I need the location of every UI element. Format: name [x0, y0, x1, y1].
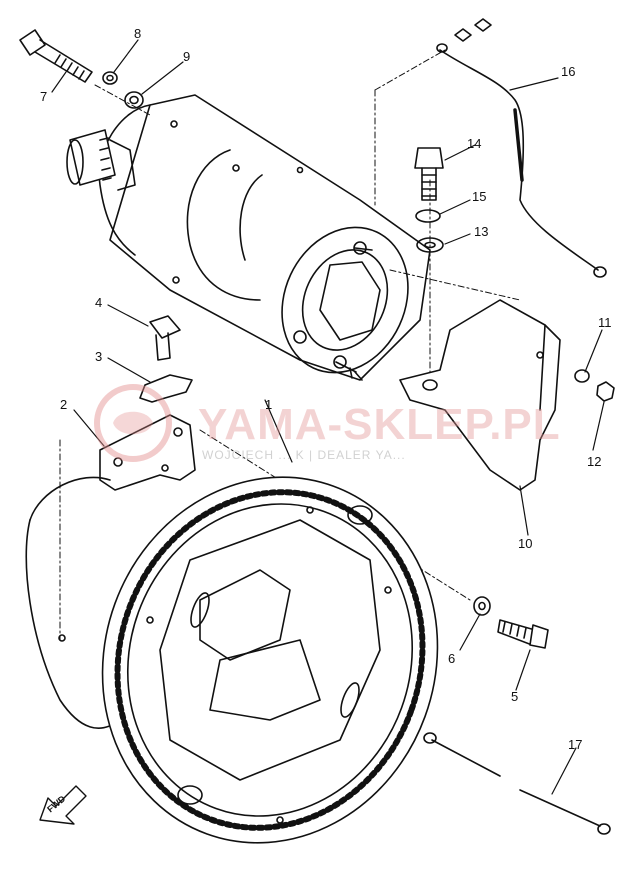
washer-13-inner: [424, 241, 436, 249]
bolt-7: [19, 29, 93, 83]
washer-6: [473, 596, 491, 616]
callout-9: 9: [183, 49, 191, 64]
washer-9-inner: [129, 95, 139, 105]
washer-9: [124, 91, 144, 109]
leader-lines: [51, 39, 605, 795]
washer-8-inner: [106, 74, 114, 82]
callout-14: 14: [467, 136, 482, 151]
callout-16: 16: [561, 64, 576, 79]
callout-11: 11: [598, 315, 612, 330]
callout-1: 1: [265, 397, 273, 412]
bolt-4: [149, 315, 181, 361]
callout-2: 2: [60, 397, 68, 412]
bolt-14: [414, 147, 444, 201]
cover-10: [399, 299, 561, 491]
bolt-5: [497, 619, 549, 649]
forward-arrow-icon: [39, 785, 87, 825]
washer-11: [574, 369, 590, 383]
callout-13: 13: [474, 224, 489, 239]
washer-8: [102, 71, 118, 85]
callout-10: 10: [518, 536, 533, 551]
lead-wire-16: [436, 18, 607, 278]
starter-pinion: [66, 129, 136, 191]
starter-motor: [98, 94, 431, 381]
washer-15: [415, 209, 441, 223]
callout-15: 15: [472, 189, 487, 204]
plate-3: [139, 374, 193, 403]
callout-12: 12: [587, 454, 602, 469]
callout-5: 5: [511, 689, 519, 704]
washer-6-inner: [478, 601, 486, 611]
bracket-2: [99, 414, 196, 491]
callout-6: 6: [448, 651, 456, 666]
starter-gear-1: [101, 476, 439, 844]
callout-7: 7: [40, 89, 48, 104]
callout-17: 17: [568, 737, 583, 752]
callout-4: 4: [95, 295, 103, 310]
callout-3: 3: [95, 349, 103, 364]
lead-wire-17: [423, 732, 611, 835]
callout-8: 8: [134, 26, 142, 41]
nut-12: [596, 381, 615, 402]
washer-13: [416, 237, 444, 253]
